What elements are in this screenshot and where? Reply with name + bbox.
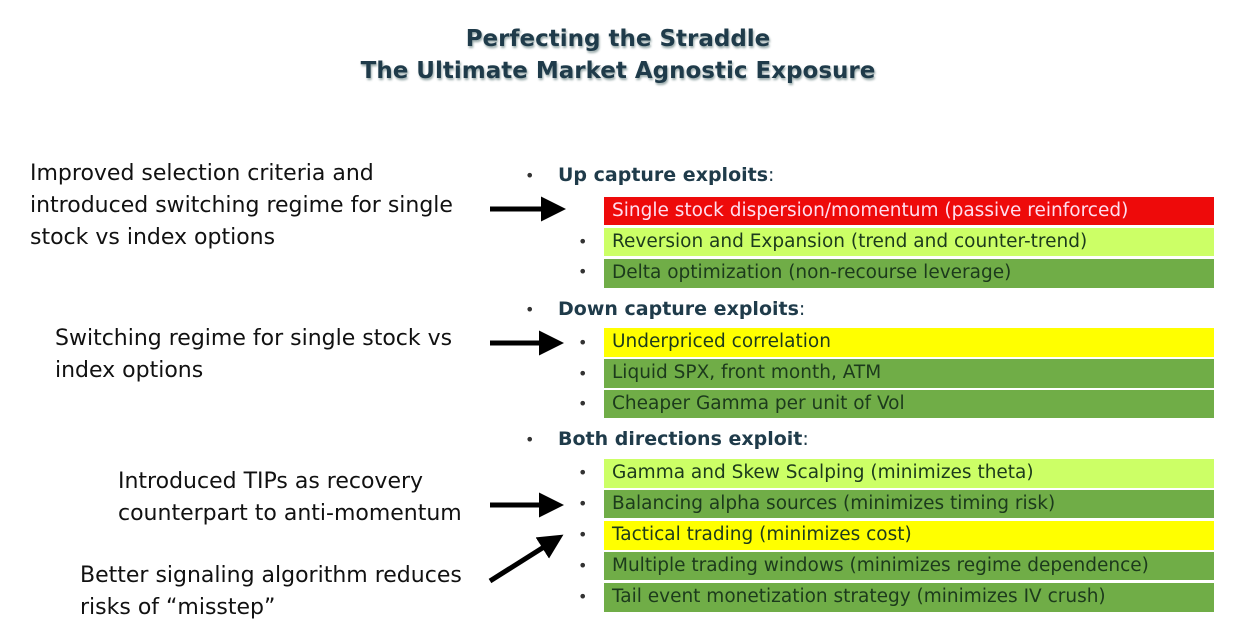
title-line-2: The Ultimate Market Agnostic Exposure — [360, 58, 876, 84]
bullet: • — [525, 166, 535, 185]
bullet: • — [578, 262, 588, 281]
heading-both-directions: Both directions exploit: — [558, 428, 809, 450]
bullet: • — [525, 430, 535, 449]
heading-colon: : — [802, 428, 809, 450]
item-balancing-alpha: Balancing alpha sources (minimizes timin… — [604, 490, 1214, 518]
heading-colon: : — [798, 298, 806, 320]
bullet: • — [578, 232, 588, 251]
note-line: Improved selection criteria and — [30, 161, 374, 186]
title-line-1: Perfecting the Straddle — [465, 26, 771, 52]
bullet: • — [578, 494, 588, 513]
item-tail-event: Tail event monetization strategy (minimi… — [604, 583, 1214, 612]
note-tips: Introduced TIPs as recovery counterpart … — [118, 466, 462, 530]
bullet: • — [578, 364, 588, 383]
item-underpriced-correlation: Underpriced correlation — [604, 328, 1214, 357]
bullet: • — [578, 333, 588, 352]
item-cheaper-gamma: Cheaper Gamma per unit of Vol — [604, 390, 1214, 418]
note-signaling: Better signaling algorithm reduces risks… — [80, 560, 462, 624]
heading-text: Up capture exploits — [558, 164, 769, 186]
heading-down-capture: Down capture exploits: — [558, 298, 805, 320]
note-line: introduced switching regime for single — [30, 193, 453, 218]
bullet: • — [578, 525, 588, 544]
item-delta-optimization: Delta optimization (non-recourse leverag… — [604, 259, 1214, 288]
note-line: Better signaling algorithm reduces — [80, 563, 462, 588]
note-line: Switching regime for single stock vs — [55, 326, 453, 351]
arrow-4 — [488, 534, 564, 584]
heading-up-capture: Up capture exploits: — [558, 164, 774, 186]
item-liquid-spx: Liquid SPX, front month, ATM — [604, 359, 1214, 388]
bullet: • — [578, 587, 588, 606]
note-switching-regime: Switching regime for single stock vs ind… — [55, 323, 452, 387]
item-gamma-skew-scalping: Gamma and Skew Scalping (minimizes theta… — [604, 459, 1214, 488]
note-line: Introduced TIPs as recovery — [118, 469, 424, 494]
bullet: • — [525, 300, 535, 319]
heading-text: Both directions exploit — [558, 428, 803, 450]
item-reversion-expansion: Reversion and Expansion (trend and count… — [604, 228, 1214, 256]
item-multiple-windows: Multiple trading windows (minimizes regi… — [604, 552, 1214, 580]
bullet: • — [578, 463, 588, 482]
note-selection-criteria: Improved selection criteria and introduc… — [30, 158, 453, 254]
note-line: index options — [55, 358, 204, 383]
bullet: • — [578, 556, 588, 575]
item-tactical-trading: Tactical trading (minimizes cost) — [604, 521, 1214, 550]
heading-text: Down capture exploits — [558, 298, 799, 320]
bullet: • — [578, 394, 588, 413]
note-line: stock vs index options — [30, 225, 276, 250]
heading-colon: : — [768, 164, 775, 186]
note-line: counterpart to anti-momentum — [118, 501, 462, 526]
item-single-stock-dispersion: Single stock dispersion/momentum (passiv… — [604, 197, 1214, 225]
note-line: risks of “misstep” — [80, 595, 276, 620]
